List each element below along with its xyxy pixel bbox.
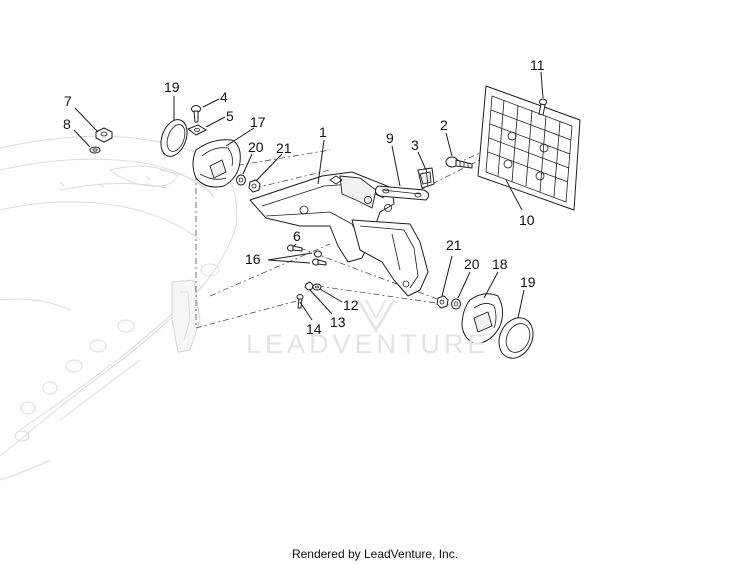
callout-9: 9 [386,130,394,146]
callout-13: 13 [330,314,346,330]
right-reflector-housing [461,293,504,345]
callout-10: 10 [519,212,535,228]
callout-14: 14 [306,321,322,337]
callout-numbers: 1 2 3 4 5 6 7 8 9 10 11 12 13 14 16 17 1… [63,57,545,337]
plate-screw [538,98,547,116]
callout-4: 4 [220,89,228,105]
callout-11: 11 [530,57,545,73]
callout-3: 3 [411,137,419,153]
callout-7: 7 [64,93,72,109]
leadventure-watermark: LEADVENTURE [246,299,490,359]
callout-16: 16 [245,251,261,267]
callout-21-left: 21 [276,140,292,156]
callout-21-right: 21 [446,237,462,253]
callout-1: 1 [319,124,327,140]
callout-2: 2 [440,117,448,133]
callout-leaders [73,71,544,321]
small-screws [287,244,327,266]
rubber-strip [374,185,430,201]
render-credit: Rendered by LeadVenture, Inc. [292,547,458,561]
callout-5: 5 [226,108,234,124]
bolt [445,156,473,169]
right-reflector-lens [498,317,534,359]
left-reflector-lens [160,119,188,157]
nut-and-washer [89,127,113,154]
watermark-text: LEADVENTURE [246,329,490,359]
callout-19-right: 19 [520,274,536,290]
left-washer-and-nut [236,174,261,193]
lower-fasteners [296,281,322,309]
clip-nut [417,167,435,189]
callout-20-right: 20 [464,256,480,272]
callout-6: 6 [293,228,301,244]
callout-8: 8 [63,116,71,132]
callout-18: 18 [492,256,508,272]
callout-20-left: 20 [248,139,264,155]
license-plate-frame [477,85,581,211]
left-reflector-housing [192,139,241,188]
callout-19-left: 19 [164,79,180,95]
screw-and-nut [187,105,207,136]
scooter-body-outline [0,135,238,481]
callout-12: 12 [343,297,359,313]
right-washer-and-nut [436,295,461,310]
plate-holder-bracket [249,171,429,297]
callout-17: 17 [250,114,266,130]
